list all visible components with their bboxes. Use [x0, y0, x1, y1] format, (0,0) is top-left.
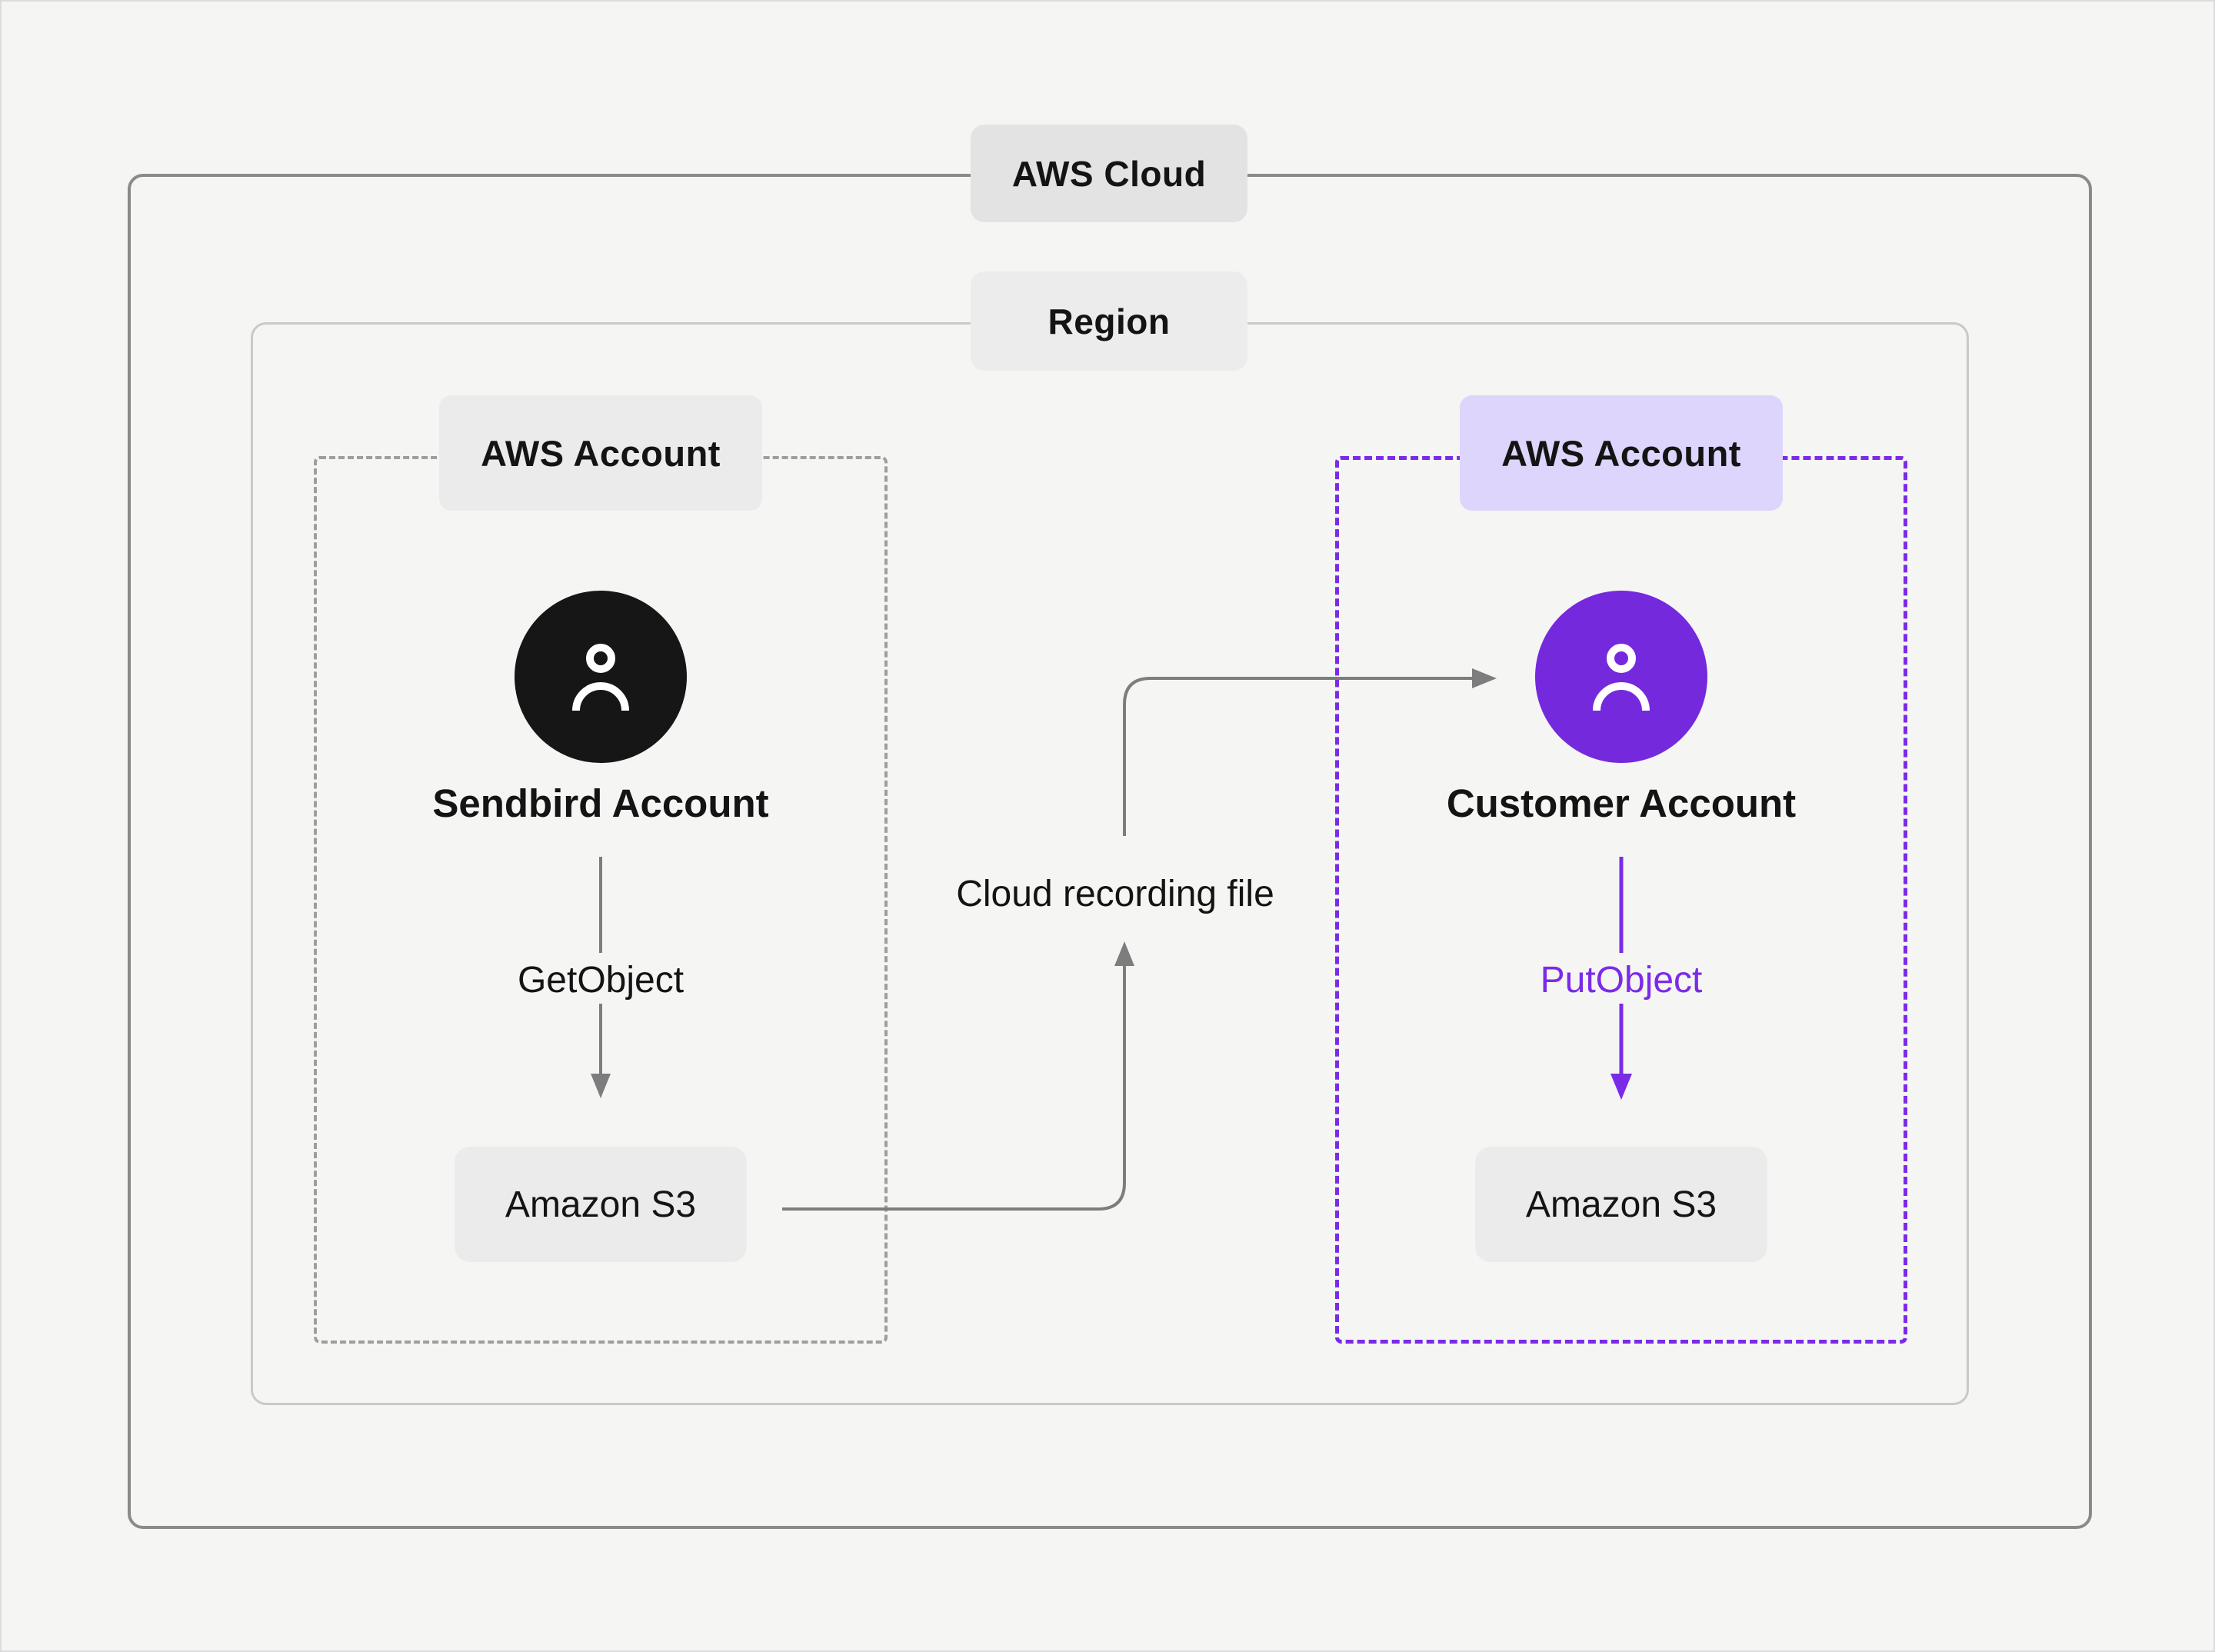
user-icon [1593, 644, 1650, 711]
sendbird-amazon-s3-box: Amazon S3 [455, 1147, 747, 1262]
aws-cloud-label: AWS Cloud [971, 125, 1247, 222]
sendbird-account-name: Sendbird Account [432, 781, 769, 825]
customer-account-name: Customer Account [1446, 781, 1797, 825]
customer-amazon-s3-box: Amazon S3 [1475, 1147, 1767, 1262]
getobject-label: GetObject [517, 959, 684, 1001]
user-icon [572, 644, 629, 711]
customer-aws-account-label: AWS Account [1460, 395, 1783, 511]
cloud-recording-file-label: Cloud recording file [956, 873, 1274, 914]
putobject-label: PutObject [1540, 959, 1703, 1001]
sendbird-aws-account-label: AWS Account [439, 395, 762, 511]
sendbird-account-avatar [515, 591, 687, 763]
customer-account-avatar [1535, 591, 1707, 763]
region-label: Region [971, 271, 1247, 371]
